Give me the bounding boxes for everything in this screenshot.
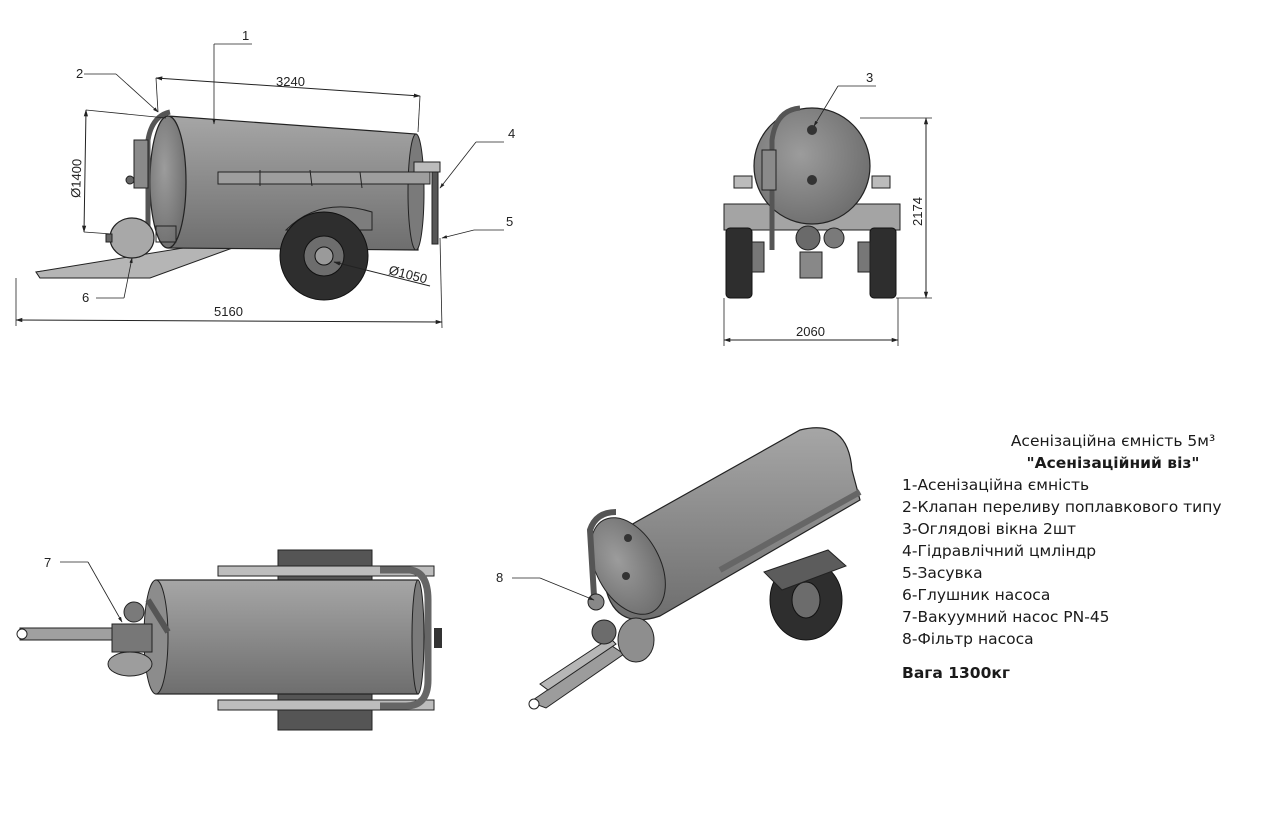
legend-title: Асенізаційна ємність 5м³: [1010, 432, 1216, 450]
legend-item-8: 8-Фільтр насоса: [902, 630, 1034, 648]
dim-diameter-1050: Ø1050: [387, 262, 429, 286]
dim-diameter-1400: Ø1400: [68, 159, 84, 199]
weight-label: Вага 1300кг: [902, 664, 1010, 682]
legend-item-2: 2-Клапан переливу поплавкового типу: [902, 498, 1222, 516]
isometric-view: 8: [496, 427, 862, 710]
legend: Асенізаційна ємність 5м³ "Асенізаційний …: [902, 430, 1272, 684]
legend-item-1: 1-Асенізаційна ємність: [902, 476, 1090, 494]
callout-5: 5: [506, 214, 513, 229]
rear-view: 2174 2060 3: [723, 70, 932, 346]
legend-item-6: 6-Глушник насоса: [902, 586, 1051, 604]
callout-7: 7: [44, 555, 51, 570]
callout-3: 3: [866, 70, 873, 85]
callout-4: 4: [508, 126, 515, 141]
legend-item-5: 5-Засувка: [902, 564, 983, 582]
dim-2174: 2174: [910, 197, 925, 226]
callout-2: 2: [76, 66, 83, 81]
top-view: 7: [16, 549, 442, 731]
legend-subtitle: "Асенізаційний віз": [1026, 454, 1200, 472]
dim-3240: 3240: [276, 74, 305, 89]
side-view: 3240 Ø1400 5160 Ø1050 1 2 4 5 6: [15, 28, 515, 329]
dim-5160: 5160: [214, 304, 243, 319]
legend-item-4: 4-Гідравлічний цмліндр: [902, 542, 1097, 560]
callout-8: 8: [496, 570, 503, 585]
legend-item-3: 3-Оглядові вікна 2шт: [902, 520, 1077, 538]
callout-1: 1: [242, 28, 249, 43]
callout-6: 6: [82, 290, 89, 305]
legend-item-7: 7-Вакуумний насос PN-45: [902, 608, 1110, 626]
dim-2060: 2060: [796, 324, 825, 339]
